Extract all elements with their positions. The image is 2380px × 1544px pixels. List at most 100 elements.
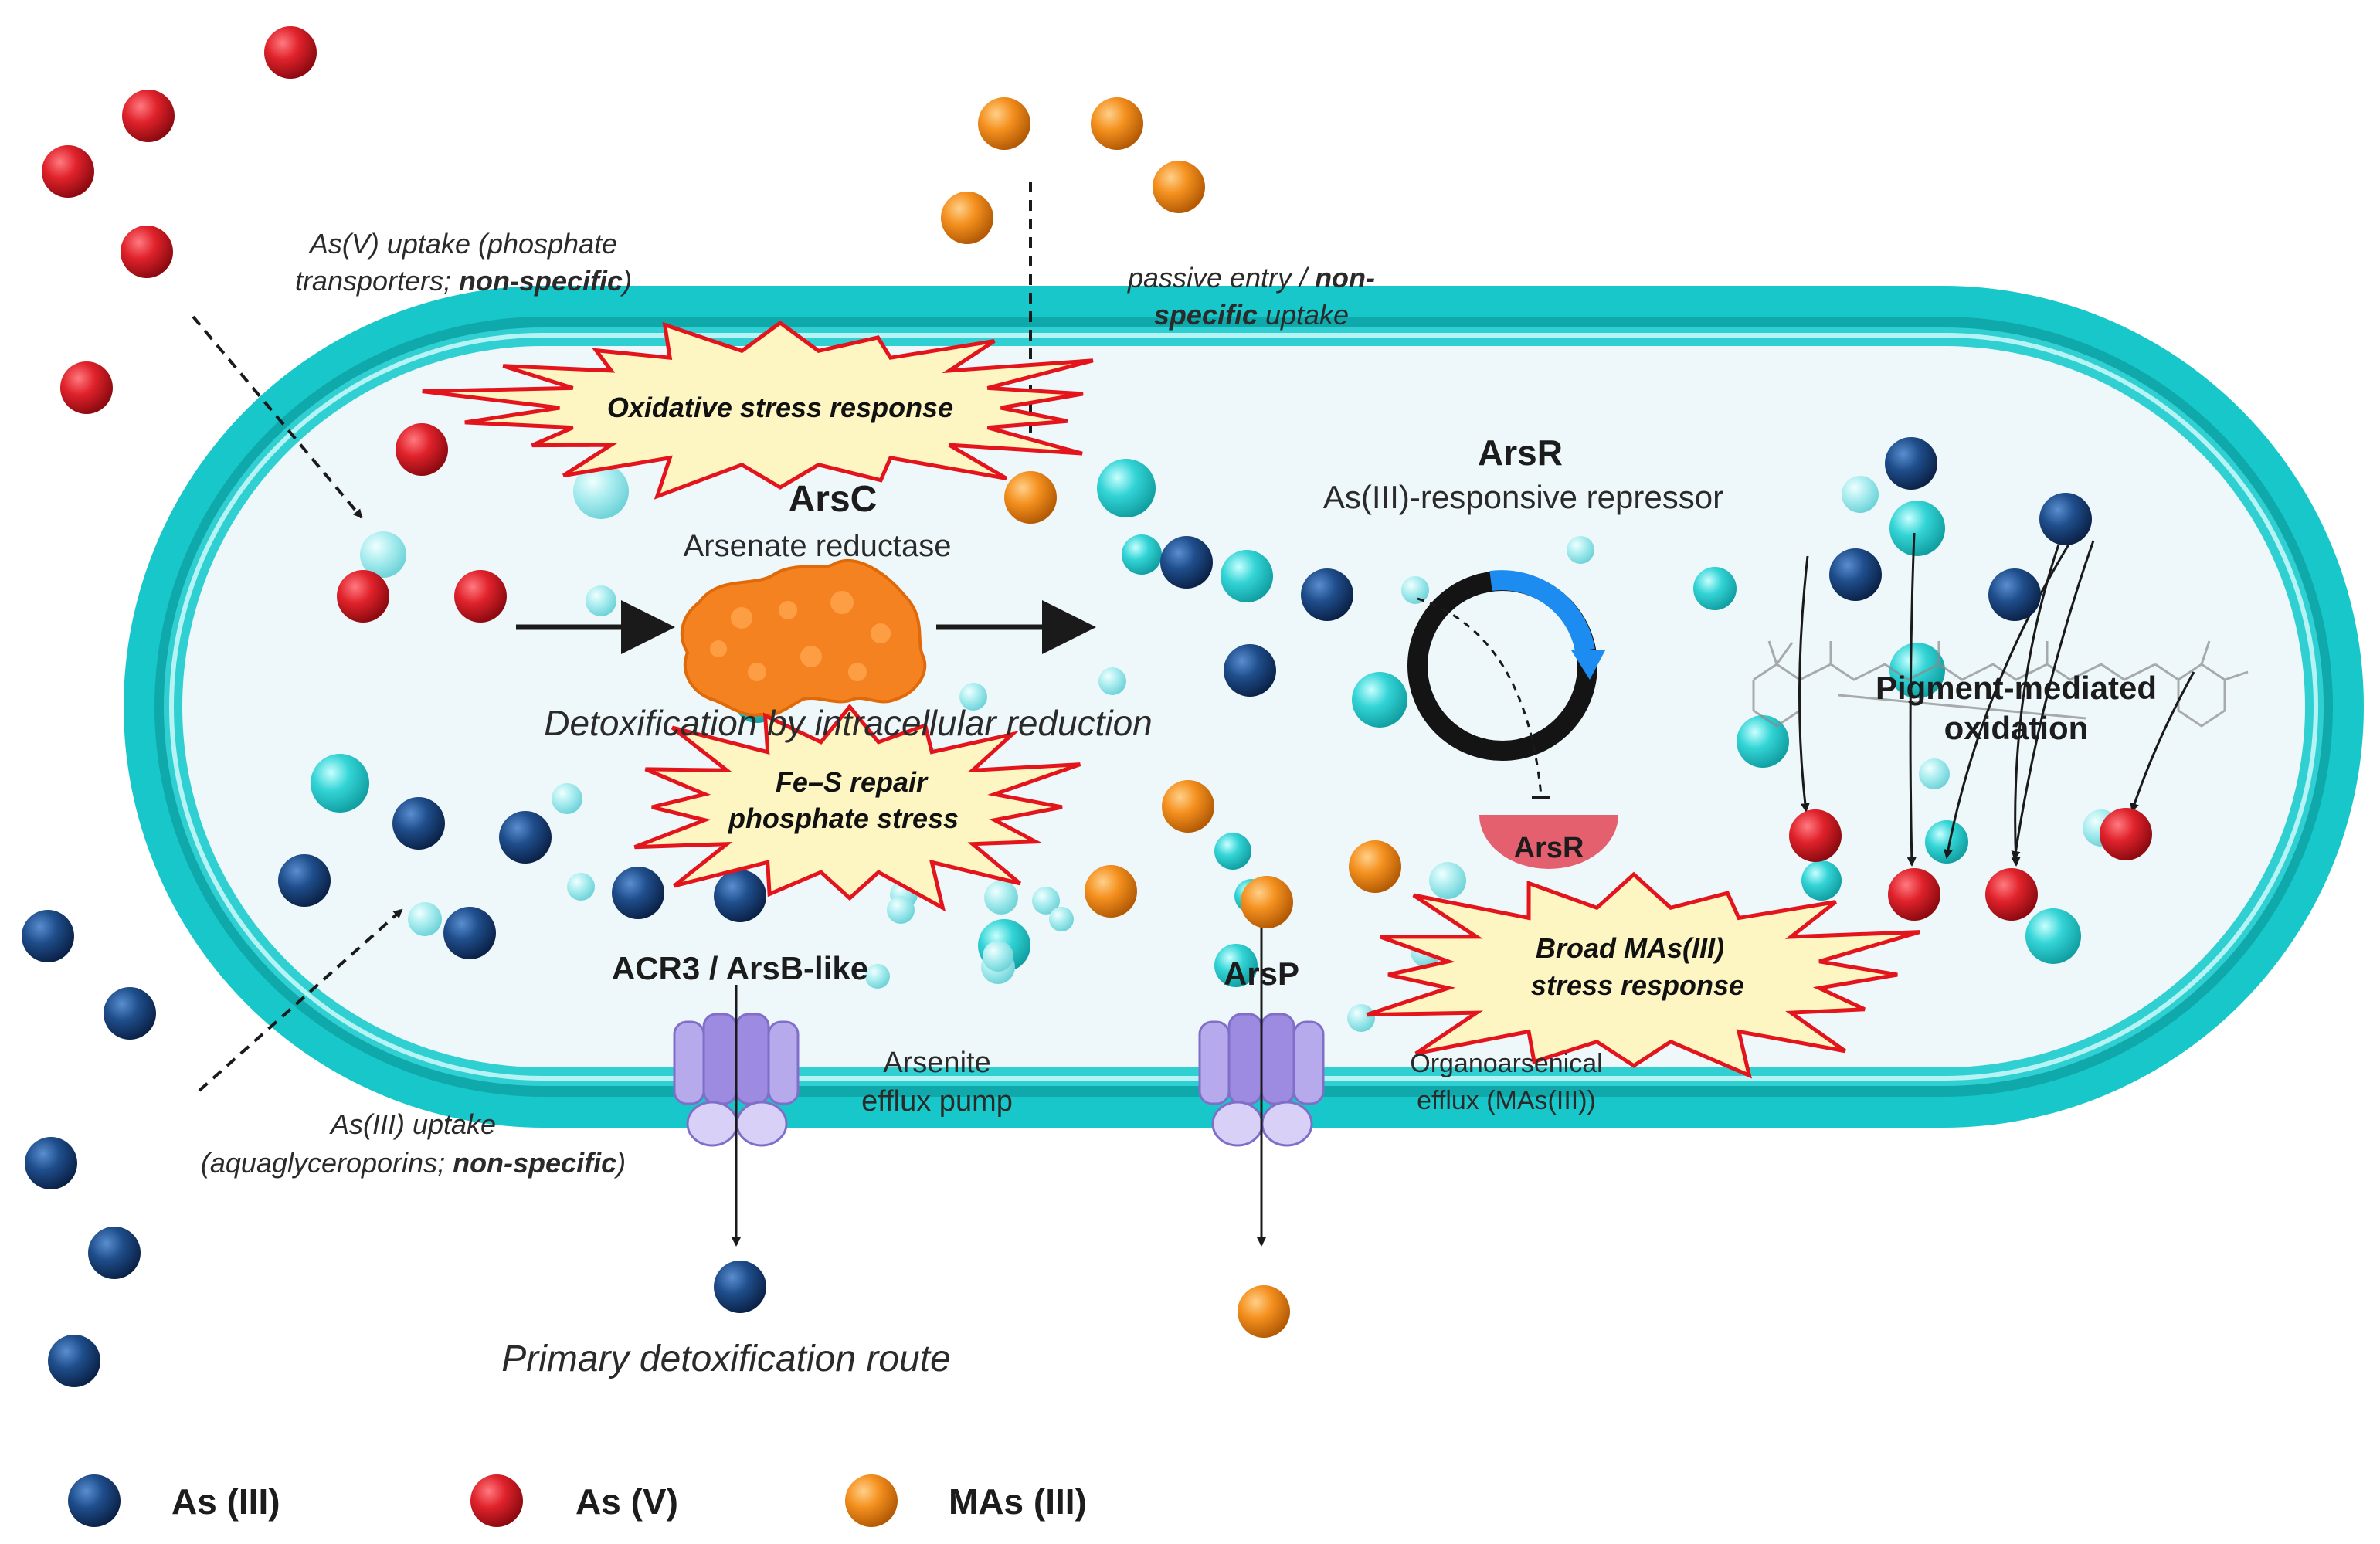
legend: As (III) As (V) MAs (III) — [68, 1474, 1087, 1527]
acr3-pump — [673, 1013, 800, 1147]
as5-molecule — [337, 570, 389, 623]
arsc-subtitle: Arsenate reductase — [684, 529, 952, 563]
as3-molecule — [443, 907, 496, 959]
as3-molecule — [1988, 568, 2041, 621]
cyan-particle — [1889, 501, 1945, 556]
oxidation-arrows — [1798, 532, 2195, 867]
repression-line — [1417, 597, 1543, 796]
cyan-particle — [311, 754, 369, 813]
as3-molecule — [499, 811, 552, 864]
cyan-particle — [552, 783, 582, 814]
cyan-particle — [983, 941, 1013, 972]
arsr-gene-highlight — [1489, 570, 1595, 653]
cyan-particle — [360, 531, 406, 578]
legend-label-as3: As (III) — [171, 1481, 280, 1522]
arsp-pump — [1198, 1013, 1325, 1147]
mas3-molecule — [1349, 840, 1401, 893]
acr3-subtitle-2: efflux pump — [861, 1085, 1013, 1118]
asiii-uptake-arrow — [198, 908, 403, 1092]
cyan-particle — [1401, 576, 1429, 604]
acr3-title: ACR3 / ArsB-like — [612, 950, 868, 986]
passive-entry-label-2: specific uptake — [1154, 299, 1349, 331]
asiii-uptake-nonspecific: non-specific — [453, 1147, 616, 1179]
as3-molecule — [1829, 548, 1882, 601]
cyan-particle — [1097, 459, 1156, 517]
mas3-molecule — [1153, 161, 1205, 213]
as3-molecule — [1885, 437, 1937, 490]
cyan-particle — [408, 902, 442, 936]
asv-uptake-nonspecific: non-specific — [459, 265, 623, 297]
as5-molecule — [1985, 868, 2038, 921]
cyan-particle — [1221, 550, 1273, 602]
asv-uptake-arrow — [192, 315, 363, 519]
acr3-subtitle-1: Arsenite — [883, 1047, 990, 1079]
as3-molecule — [392, 797, 445, 850]
mas3-molecule — [1162, 780, 1214, 833]
as3-molecule — [88, 1227, 141, 1279]
legend-item-as5: As (V) — [470, 1474, 678, 1527]
as3-molecule — [714, 1261, 766, 1313]
pigment-label-1: Pigment-mediated — [1876, 670, 2157, 706]
cyan-particle — [567, 873, 595, 901]
mas-stress-label-2: stress response — [1531, 969, 1744, 1001]
passive-entry-nonspecific-1: non- — [1315, 262, 1375, 294]
arsr-title: ArsR — [1478, 433, 1563, 473]
fes-stress-label-2: phosphate stress — [728, 803, 959, 834]
asv-uptake-label-1: As(V) uptake (phosphate — [308, 228, 617, 260]
cyan-particle — [887, 896, 915, 924]
legend-item-mas3: MAs (III) — [845, 1474, 1087, 1527]
arsp-title: ArsP — [1224, 955, 1299, 992]
asiii-uptake-label-2a: (aquaglyceroporins; — [201, 1147, 453, 1179]
as3-molecule — [104, 987, 156, 1040]
cyan-particle — [1352, 672, 1407, 728]
cyan-particle — [1098, 667, 1126, 695]
arsr-protein — [1479, 815, 1618, 869]
mas3-molecule — [941, 192, 993, 244]
as5-molecule — [122, 90, 175, 142]
cyan-particle — [1919, 758, 1950, 789]
cyan-particle — [1737, 715, 1789, 768]
fes-stress-label-1: Fe–S repair — [776, 766, 929, 798]
legend-label-as5: As (V) — [575, 1481, 678, 1522]
cyan-particle — [1801, 860, 1842, 901]
mas3-molecule — [1241, 876, 1293, 928]
as5-molecule — [60, 361, 113, 414]
as5-molecule — [2100, 808, 2152, 860]
bacterial-cell — [124, 286, 2364, 1128]
as5-molecule — [454, 570, 507, 623]
as3-molecule — [48, 1335, 100, 1387]
mas3-molecule — [1085, 865, 1137, 918]
flow-arrows — [192, 182, 1266, 1247]
oxidative-stress-burst — [422, 320, 1094, 500]
cyan-particle — [959, 683, 987, 711]
passive-entry-label-1: passive entry / non- — [1127, 262, 1375, 294]
as5-molecule — [42, 145, 94, 198]
as3-molecule — [1224, 644, 1276, 697]
as5-molecule — [1888, 868, 1940, 921]
as3-molecule — [2039, 493, 2092, 545]
as3-molecule — [1301, 568, 1353, 621]
mas3-molecule — [1238, 1285, 1290, 1338]
arsc-texture — [710, 591, 891, 681]
detox-reduction-label: Detoxification by intracellular reductio… — [544, 703, 1153, 743]
as3-molecule — [278, 854, 331, 907]
arsenic-molecules — [22, 26, 2152, 1387]
cyan-particle — [1842, 476, 1879, 513]
cyan-particle — [1693, 567, 1737, 610]
cyan-particle — [1925, 820, 1968, 864]
legend-label-mas3: MAs (III) — [949, 1481, 1087, 1522]
asv-uptake-label-2a: transporters; — [295, 265, 459, 297]
mas3-molecule — [978, 97, 1030, 150]
asiii-uptake-label-1: As(III) uptake — [329, 1108, 496, 1140]
arsp-subtitle-1: Organoarsenical — [1410, 1049, 1602, 1078]
cyan-particle — [1049, 907, 1074, 931]
mas3-molecule — [1091, 97, 1143, 150]
cyan-particle — [1032, 887, 1060, 915]
cyan-particle — [2025, 908, 2081, 964]
as5-molecule — [396, 423, 448, 476]
cyan-particle — [1347, 1004, 1375, 1032]
arsp-subtitle-2: efflux (MAs(III)) — [1417, 1086, 1596, 1115]
cyan-particle — [1429, 862, 1466, 899]
cyan-particle — [1889, 643, 1945, 698]
